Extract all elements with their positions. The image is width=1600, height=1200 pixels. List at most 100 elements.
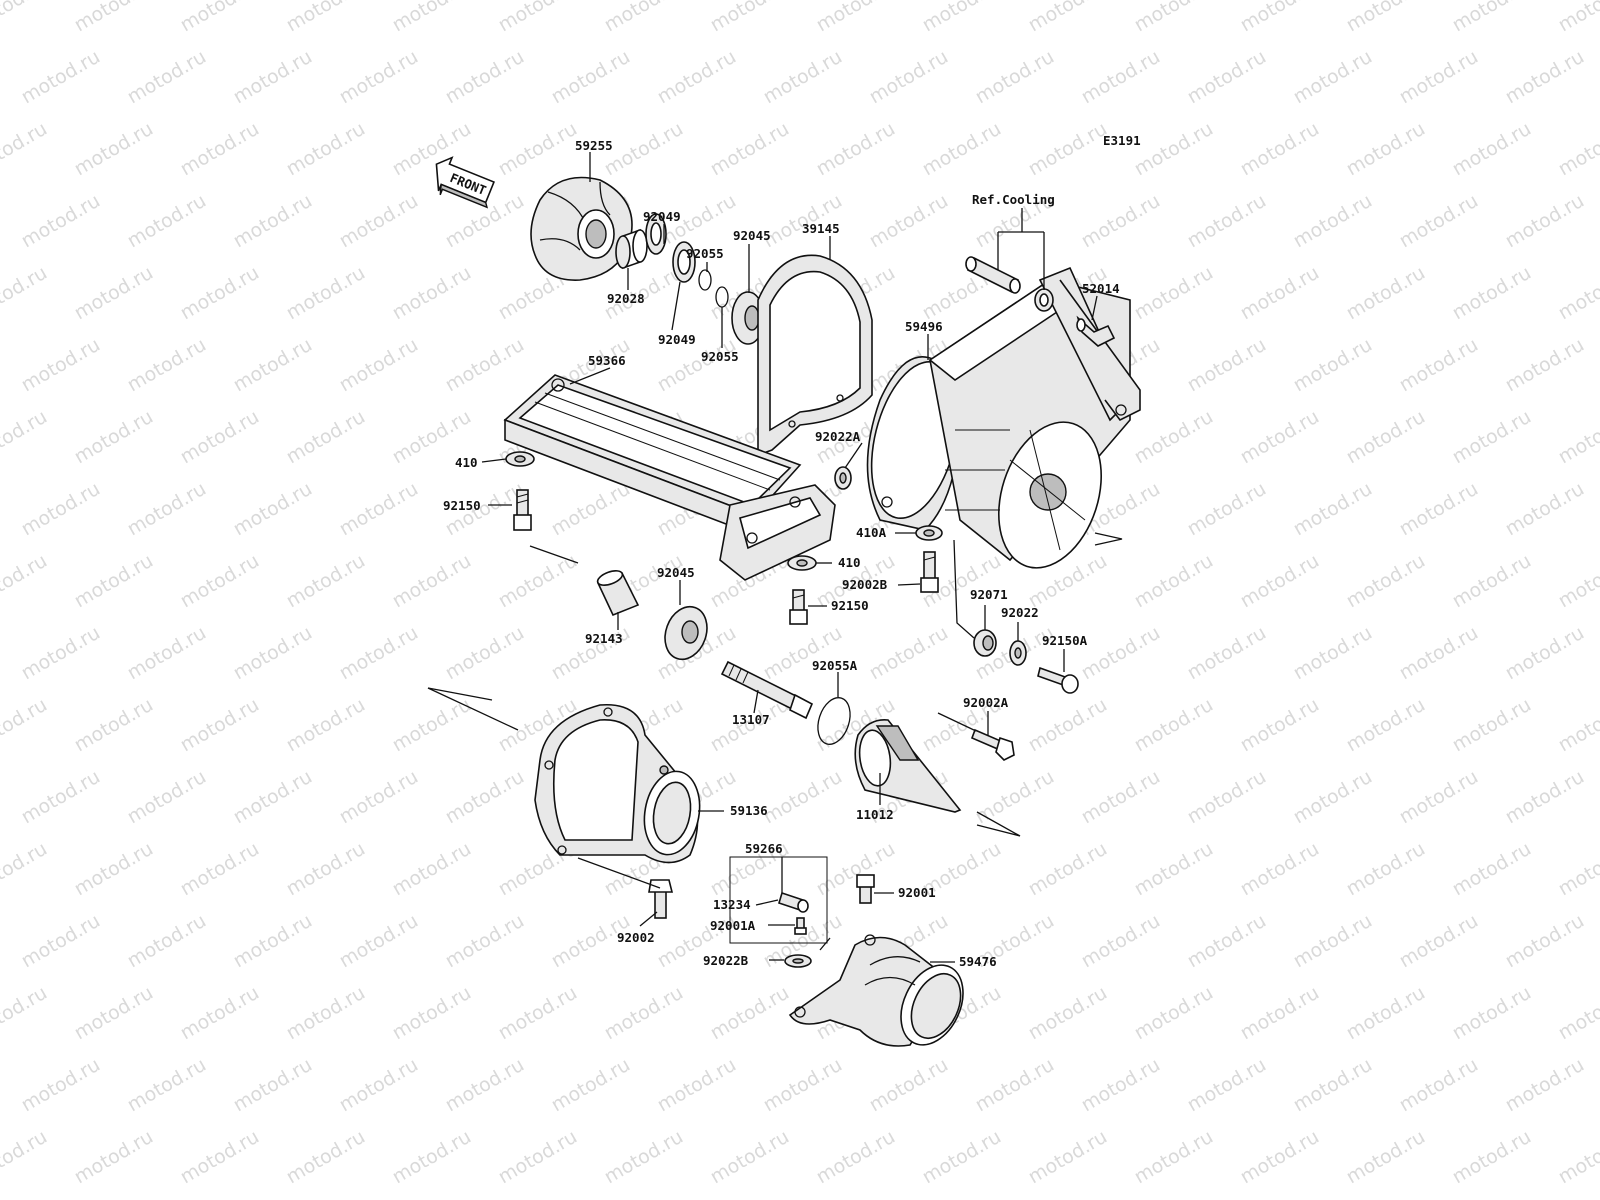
- watermark-text: motod.ru: [336, 766, 422, 829]
- o-ring-92055A: [817, 697, 851, 745]
- watermark-text: motod.ru: [654, 1054, 740, 1117]
- watermark-text: motod.ru: [0, 118, 51, 181]
- watermark-text: motod.ru: [230, 190, 316, 253]
- watermark-text: motod.ru: [1184, 910, 1270, 973]
- leader-lines: [427, 152, 1123, 963]
- watermark-text: motod.ru: [230, 1054, 316, 1117]
- label-410-right: 410: [838, 555, 861, 570]
- watermark-text: motod.ru: [1131, 550, 1217, 613]
- watermark-text: motod.ru: [230, 46, 316, 109]
- screw-92001A: [794, 917, 807, 935]
- watermark-text: motod.ru: [177, 550, 263, 613]
- watermark-text: motod.ru: [230, 478, 316, 541]
- bolt-92002B: [920, 551, 939, 593]
- bolt-92150A: [1037, 666, 1079, 694]
- watermark-text: motod.ru: [1396, 46, 1482, 109]
- watermark-text: motod.ru: [972, 766, 1058, 829]
- watermark-text: motod.ru: [1396, 478, 1482, 541]
- seal-92049-lower: [672, 241, 696, 283]
- watermark-text: motod.ru: [389, 982, 475, 1045]
- watermark-text: motod.ru: [1290, 766, 1376, 829]
- watermark-text: motod.ru: [548, 1054, 634, 1117]
- watermark-text: motod.ru: [1343, 406, 1429, 469]
- watermark-text: motod.ru: [1184, 334, 1270, 397]
- watermark-text: motod.ru: [0, 1126, 51, 1189]
- label-92002: 92002: [617, 930, 655, 945]
- label-ref-cooling: Ref.Cooling: [972, 192, 1055, 207]
- watermark-text: motod.ru: [1131, 0, 1217, 36]
- watermark-text: motod.ru: [124, 910, 210, 973]
- label-59266: 59266: [745, 841, 783, 856]
- label-11012: 11012: [856, 807, 894, 822]
- watermark-text: motod.ru: [1078, 910, 1164, 973]
- watermark-text: motod.ru: [283, 838, 369, 901]
- watermark-text: motod.ru: [1131, 406, 1217, 469]
- watermark-text: motod.ru: [1555, 982, 1600, 1045]
- watermark-text: motod.ru: [1343, 118, 1429, 181]
- label-92150-left: 92150: [443, 498, 481, 513]
- watermark-text: motod.ru: [1131, 694, 1217, 757]
- washer-410-right: [787, 555, 817, 571]
- watermark-text: motod.ru: [230, 622, 316, 685]
- watermark-text: motod.ru: [601, 0, 687, 36]
- o-ring-92055-upper: [698, 269, 712, 291]
- label-92150A: 92150A: [1042, 633, 1088, 648]
- watermark-text: motod.ru: [1502, 334, 1588, 397]
- duct-59366: [503, 374, 836, 581]
- watermark-text: motod.ru: [71, 982, 157, 1045]
- watermark-text: motod.ru: [1449, 982, 1535, 1045]
- washer-92022A: [834, 466, 852, 490]
- watermark-text: motod.ru: [442, 622, 528, 685]
- watermark-text: motod.ru: [1131, 838, 1217, 901]
- watermark-text: motod.ru: [866, 46, 952, 109]
- label-92028: 92028: [607, 291, 645, 306]
- watermark-text: motod.ru: [389, 694, 475, 757]
- part-labels: 59255 92049 92055 92045 39145 92028 9204…: [443, 138, 1120, 969]
- watermark-text: motod.ru: [442, 334, 528, 397]
- watermark-text: motod.ru: [177, 982, 263, 1045]
- watermark-text: motod.ru: [283, 694, 369, 757]
- watermark-text: motod.ru: [18, 1054, 104, 1117]
- impeller: [530, 176, 633, 281]
- watermark-text: motod.ru: [1449, 118, 1535, 181]
- watermark-text: motod.ru: [283, 982, 369, 1045]
- bearing-92045-lower: [664, 605, 708, 661]
- drive-shaft-13107: [720, 660, 814, 720]
- watermark-text: motod.ru: [0, 838, 51, 901]
- watermark-text: motod.ru: [0, 550, 51, 613]
- spacer-92143: [596, 570, 640, 617]
- watermark-text: motod.ru: [1131, 1126, 1217, 1189]
- watermark-text: motod.ru: [919, 118, 1005, 181]
- kit-59266-box: [729, 856, 828, 944]
- watermark-text: motod.ru: [177, 0, 263, 36]
- watermark-text: motod.ru: [813, 118, 899, 181]
- watermark-text: motod.ru: [177, 262, 263, 325]
- watermark-text: motod.ru: [601, 118, 687, 181]
- watermark-text: motod.ru: [1502, 46, 1588, 109]
- watermark-text: motod.ru: [1396, 334, 1482, 397]
- watermark-text: motod.ru: [1237, 1126, 1323, 1189]
- label-59255: 59255: [575, 138, 613, 153]
- watermark-text: motod.ru: [813, 1126, 899, 1189]
- watermark-text: motod.ru: [1555, 550, 1600, 613]
- washer-92022B: [784, 954, 812, 968]
- label-39145: 39145: [802, 221, 840, 236]
- watermark-text: motod.ru: [601, 982, 687, 1045]
- watermark-text: motod.ru: [442, 910, 528, 973]
- label-92001A: 92001A: [710, 918, 756, 933]
- watermark-text: motod.ru: [1025, 838, 1111, 901]
- watermark-text: motod.ru: [1237, 838, 1323, 901]
- watermark-text: motod.ru: [760, 1054, 846, 1117]
- label-92001: 92001: [898, 885, 936, 900]
- watermark-text: motod.ru: [1555, 406, 1600, 469]
- watermark-text: motod.ru: [919, 0, 1005, 36]
- label-92022A: 92022A: [815, 429, 861, 444]
- label-410-left: 410: [455, 455, 478, 470]
- watermark-text: motod.ru: [71, 406, 157, 469]
- watermark-text: motod.ru: [495, 118, 581, 181]
- bolt-92150-mid: [789, 589, 808, 625]
- watermark-text: motod.ru: [124, 190, 210, 253]
- elbow-fitting-52014: [1076, 315, 1116, 347]
- watermark-text: motod.ru: [1396, 622, 1482, 685]
